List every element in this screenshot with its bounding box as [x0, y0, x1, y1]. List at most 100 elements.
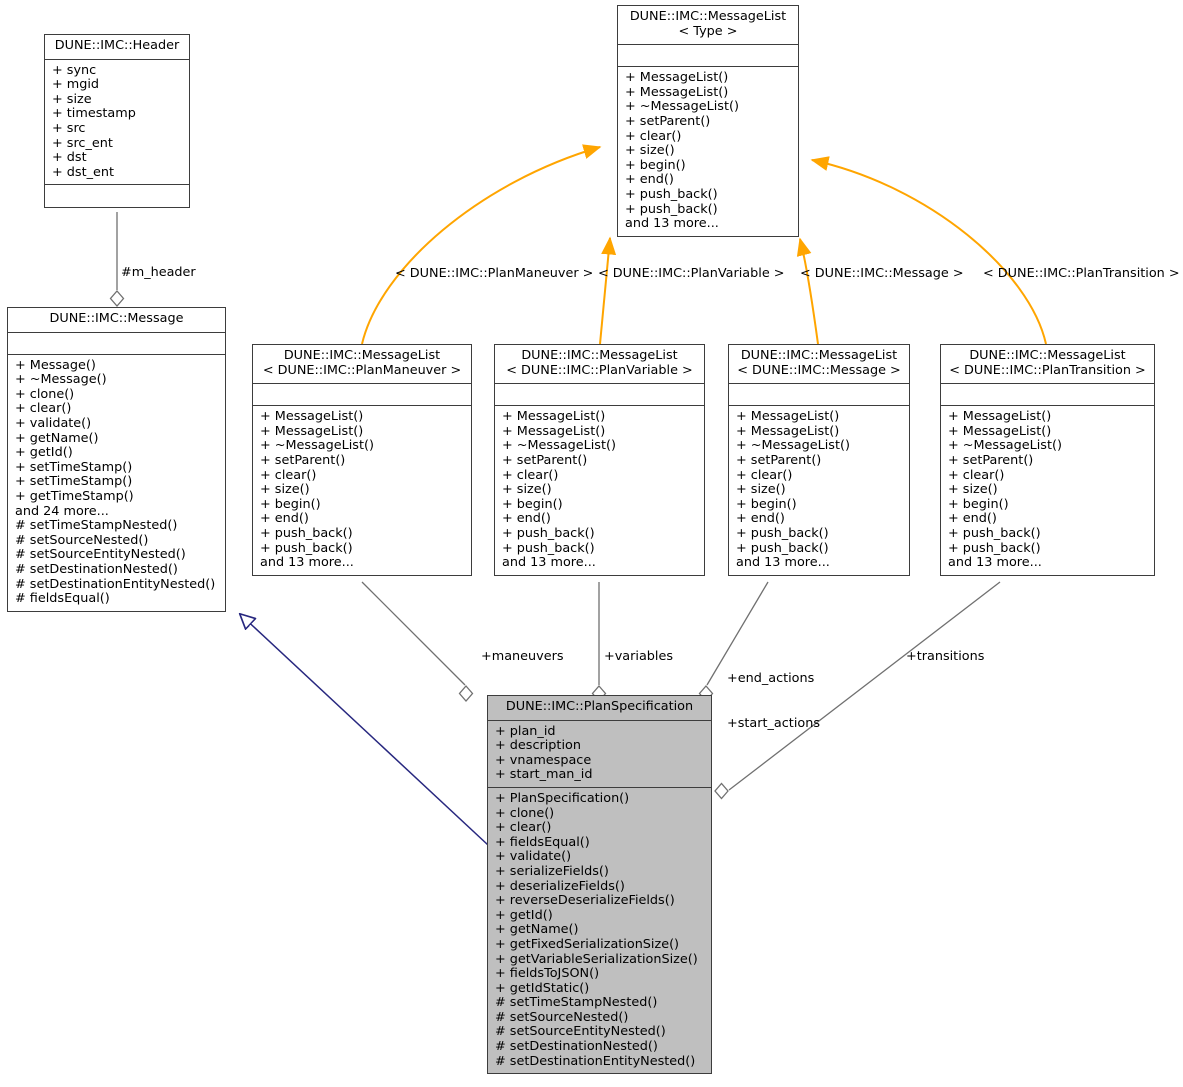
class-member: + validate()	[15, 415, 92, 431]
class-member: + description	[495, 738, 581, 754]
class-box-messagelist-template[interactable]: DUNE::IMC::MessageList < Type > + Messag…	[617, 5, 799, 237]
class-member: + clear()	[625, 128, 682, 144]
class-attributes-message	[8, 333, 225, 355]
class-title-header: DUNE::IMC::Header	[45, 35, 189, 60]
class-member: and 24 more...	[15, 503, 109, 519]
edge-label-variables: +variables	[604, 649, 674, 664]
edge-usage-plantransition	[810, 156, 1047, 345]
class-title-messagelist-plantransition: DUNE::IMC::MessageList < DUNE::IMC::Plan…	[941, 345, 1154, 385]
class-member: + getVariableSerializationSize()	[495, 951, 698, 967]
class-member: + begin()	[736, 496, 797, 512]
edge-label-start-actions: +start_actions	[727, 716, 820, 731]
class-member: # setSourceNested()	[15, 532, 149, 548]
class-operations-messagelist-plantransition: + MessageList()+ MessageList()+ ~Message…	[941, 406, 1154, 575]
edge-label-end-start-actions: +end_actions +start_actions	[727, 641, 820, 761]
class-member: + sync	[52, 62, 97, 78]
class-member: # setDestinationNested()	[495, 1039, 658, 1055]
edge-inheritance-message-planspecification	[240, 614, 489, 846]
class-member: + clone()	[15, 386, 75, 402]
class-member: + PlanSpecification()	[495, 790, 630, 806]
class-member: and 13 more...	[948, 555, 1042, 571]
class-member: # setSourceEntityNested()	[15, 547, 186, 563]
class-member: + begin()	[502, 496, 563, 512]
class-title-messagelist-planvariable: DUNE::IMC::MessageList < DUNE::IMC::Plan…	[495, 345, 704, 385]
class-member: + push_back()	[736, 525, 829, 541]
edge-label-template-planmaneuver: < DUNE::IMC::PlanManeuver >	[395, 266, 594, 281]
class-box-messagelist-planmaneuver[interactable]: DUNE::IMC::MessageList < DUNE::IMC::Plan…	[252, 344, 472, 576]
edge-header-to-message	[109, 212, 125, 307]
class-member: # setDestinationNested()	[15, 561, 178, 577]
class-member: + MessageList()	[736, 409, 840, 425]
class-member: + size()	[736, 482, 786, 498]
class-member: and 13 more...	[502, 555, 596, 571]
edge-label-end-actions: +end_actions	[727, 671, 815, 686]
class-operations-messagelist-message: + MessageList()+ MessageList()+ ~Message…	[729, 406, 909, 575]
class-box-messagelist-planvariable[interactable]: DUNE::IMC::MessageList < DUNE::IMC::Plan…	[494, 344, 705, 576]
class-member: + push_back()	[948, 525, 1041, 541]
class-member: + clear()	[495, 820, 552, 836]
class-operations-header	[45, 185, 189, 207]
class-member: and 13 more...	[736, 555, 830, 571]
class-member: + size()	[625, 143, 675, 159]
class-attributes-planspecification: + plan_id+ description+ vnamespace+ star…	[488, 721, 711, 788]
class-member: # fieldsEqual()	[15, 591, 110, 607]
class-member: + setParent()	[948, 452, 1034, 468]
class-title-planspecification: DUNE::IMC::PlanSpecification	[488, 696, 711, 721]
class-member: + end()	[625, 172, 674, 188]
class-member: + ~MessageList()	[948, 438, 1062, 454]
class-operations-messagelist-planvariable: + MessageList()+ MessageList()+ ~Message…	[495, 406, 704, 575]
class-box-messagelist-plantransition[interactable]: DUNE::IMC::MessageList < DUNE::IMC::Plan…	[940, 344, 1155, 576]
class-member: # setSourceEntityNested()	[495, 1024, 666, 1040]
class-member: + fieldsEqual()	[495, 834, 590, 850]
edge-usage-planvariable	[599, 236, 617, 345]
class-attributes-messagelist-plantransition	[941, 384, 1154, 407]
class-member: + push_back()	[948, 540, 1041, 556]
edge-label-maneuvers: +maneuvers	[481, 649, 564, 664]
edge-label-transitions: +transitions	[906, 649, 985, 664]
class-member: + size()	[502, 482, 552, 498]
class-attributes-messagelist-planmaneuver	[253, 384, 471, 407]
class-member: + clear()	[736, 467, 793, 483]
class-operations-messagelist-planmaneuver: + MessageList()+ MessageList()+ ~Message…	[253, 406, 471, 575]
class-member: + clear()	[260, 467, 317, 483]
class-member: + size()	[948, 482, 998, 498]
class-member: + size	[52, 91, 92, 107]
class-member: + src_ent	[52, 135, 113, 151]
class-operations-messagelist-template: + MessageList()+ MessageList()+ ~Message…	[618, 67, 798, 236]
class-member: + fieldsToJSON()	[495, 966, 600, 982]
class-member: + end()	[502, 511, 551, 527]
class-box-planspecification[interactable]: DUNE::IMC::PlanSpecification + plan_id+ …	[487, 695, 712, 1075]
class-member: + start_man_id	[495, 767, 593, 783]
class-member: + end()	[736, 511, 785, 527]
class-box-header[interactable]: DUNE::IMC::Header + sync+ mgid+ size+ ti…	[44, 34, 190, 209]
class-member: + push_back()	[502, 525, 595, 541]
class-member: + push_back()	[260, 540, 353, 556]
class-member: + setParent()	[736, 452, 822, 468]
class-box-message[interactable]: DUNE::IMC::Message + Message()+ ~Message…	[7, 307, 226, 612]
class-member: + getName()	[495, 922, 579, 938]
class-member: + push_back()	[502, 540, 595, 556]
class-attributes-header: + sync+ mgid+ size+ timestamp+ src+ src_…	[45, 60, 189, 186]
class-member: + setParent()	[502, 452, 588, 468]
class-member: # setTimeStampNested()	[495, 995, 658, 1011]
class-member: + setTimeStamp()	[15, 459, 133, 475]
class-box-messagelist-message[interactable]: DUNE::IMC::MessageList < DUNE::IMC::Mess…	[728, 344, 910, 576]
class-member: + ~Message()	[15, 372, 107, 388]
class-member: + clone()	[495, 805, 555, 821]
edge-label-template-planvariable: < DUNE::IMC::PlanVariable >	[598, 266, 785, 281]
class-title-message: DUNE::IMC::Message	[8, 308, 225, 333]
class-member: + clear()	[948, 467, 1005, 483]
edge-label-template-message: < DUNE::IMC::Message >	[800, 266, 964, 281]
class-member: + push_back()	[625, 186, 718, 202]
class-member: + mgid	[52, 77, 100, 93]
class-member: + dst_ent	[52, 164, 114, 180]
class-member: + MessageList()	[625, 70, 729, 86]
class-member: + ~MessageList()	[625, 99, 739, 115]
class-member: # setTimeStampNested()	[15, 518, 178, 534]
class-member: + clear()	[502, 467, 559, 483]
edge-usage-message	[796, 237, 819, 345]
class-member: + setParent()	[260, 452, 346, 468]
class-title-messagelist-message: DUNE::IMC::MessageList < DUNE::IMC::Mess…	[729, 345, 909, 385]
class-member: + getId()	[495, 907, 553, 923]
